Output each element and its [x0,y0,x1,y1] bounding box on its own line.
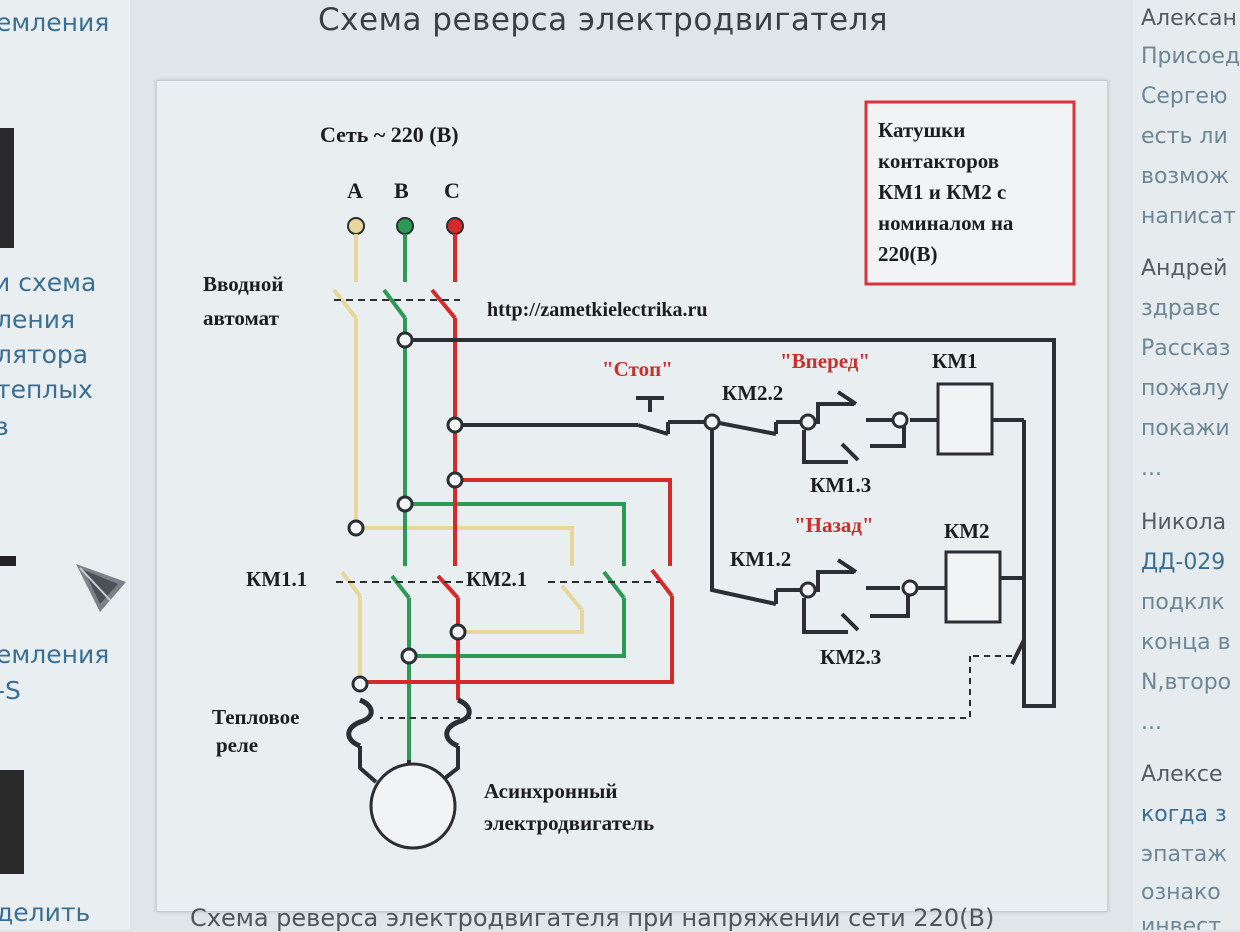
diagram-caption: Схема реверса электродвигателя при напря… [190,904,995,932]
comment-text: подклк [1141,590,1225,615]
comment-text: эпатаж [1141,842,1228,867]
forward-button-label: "Вперед" [780,349,870,373]
back-button-label: "Назад" [794,513,874,537]
km2-1-label: КМ2.1 [466,567,527,591]
comment-text: ... [1141,456,1162,481]
thermal-relay-label-2: реле [216,733,258,757]
motor-symbol [369,762,457,850]
phase-a-label: A [347,178,363,203]
sidebar-link[interactable]: в [0,412,9,441]
km1-2-label: КМ1.2 [730,547,791,571]
input-breaker-label-2: автомат [203,306,280,330]
comment-text: здравс [1141,296,1221,321]
sidebar-link[interactable]: теплых [0,375,93,404]
page-title: Схема реверса электродвигателя [318,2,889,38]
note-line: номиналом на [878,211,1014,235]
junction-nodes [347,331,919,693]
comment-text: ... [1141,710,1162,735]
sidebar-link[interactable]: емления [0,640,110,669]
comment-author: Никола [1141,510,1227,535]
coil-km1 [936,382,994,456]
left-sidebar: емления и схема ления лятора теплых в ем… [0,0,130,930]
stop-button-label: "Стоп" [602,357,673,381]
coil-km2 [944,550,1002,624]
sidebar-link[interactable]: -S [0,676,21,705]
thermal-linkage [380,656,971,719]
note-box [864,100,1076,286]
sidebar-text[interactable]: емления [0,8,110,37]
comment-text: покажи [1141,416,1230,441]
note-line: 220(В) [878,242,938,266]
km2-2-label: КМ2.2 [722,381,783,405]
sidebar-link[interactable]: лятора [0,340,89,369]
note-line: КМ1 и КМ2 с [878,180,1006,204]
km1-label: КМ1 [932,349,978,373]
comment-text: инвест [1141,914,1222,930]
motor-label-1: Асинхронный [484,779,618,803]
comment-author: Алексе [1141,762,1223,787]
km1-3-label: КМ1.3 [810,473,871,497]
comment-link[interactable]: когда з [1141,802,1227,827]
km1-1-label: КМ1.1 [246,567,307,591]
product-thumbnail-icon[interactable] [70,556,130,616]
comment-text: Сергею [1141,84,1228,109]
note-line: Катушки [878,118,965,142]
sidebar-link[interactable]: ления [0,305,75,334]
comment-text: пожалу [1141,376,1230,401]
thumbnail-image[interactable] [0,770,24,874]
thumbnail-image[interactable] [0,128,14,248]
note-line: контакторов [878,149,999,173]
comment-text: написат [1141,204,1236,229]
phase-c-wiring [360,234,674,700]
comment-text: возмож [1141,164,1229,189]
comment-author: Андрей [1141,256,1228,281]
thermal-relay-element [346,697,374,749]
comment-text: N,второ [1141,670,1232,695]
site-url-label: http://zametkielectrika.ru [487,299,708,321]
comment-text: есть ли [1141,124,1228,149]
sidebar-link[interactable]: делить [0,898,91,927]
terminal-a [347,217,365,235]
phase-b-label: B [394,178,409,203]
thumbnail-image[interactable] [0,556,16,566]
km2-3-label: КМ2.3 [820,645,881,669]
comment-text: Рассказ [1141,336,1231,361]
phase-a-wiring [332,234,584,684]
thermal-relay-label-1: Тепловое [212,705,299,729]
comment-text: ознако [1141,880,1221,905]
motor-label-2: электродвигатель [484,811,654,835]
terminal-c [446,217,464,235]
sidebar-link[interactable]: и схема [0,268,97,297]
comment-text: конца в [1141,630,1231,655]
km2-label: КМ2 [944,519,990,543]
comment-link[interactable]: ДД-029 [1141,550,1226,575]
comment-text: Присоед [1141,44,1240,69]
terminal-b [396,217,414,235]
thermal-relay-element [444,697,472,749]
network-label: Сеть ~ 220 (В) [320,122,459,147]
input-breaker-label-1: Вводной [203,272,283,296]
right-sidebar-comments: Алексан Присоед Сергею есть ли возмож на… [1133,0,1240,930]
comment-author: Алексан [1141,6,1237,31]
phase-c-label: C [444,178,460,203]
